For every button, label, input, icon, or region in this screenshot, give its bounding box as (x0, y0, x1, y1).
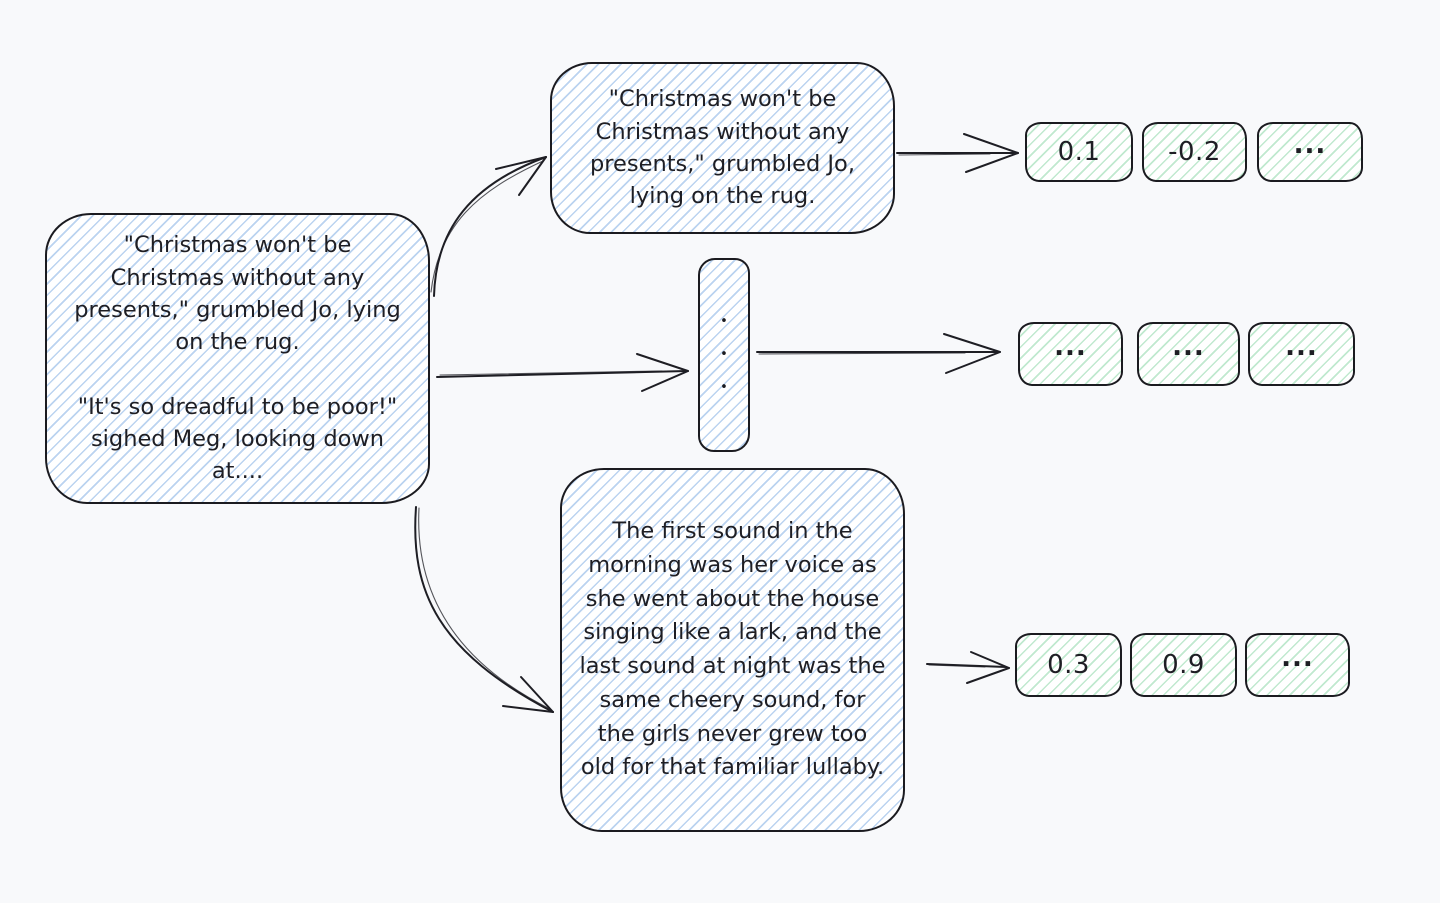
ellipsis-dot: • (720, 314, 728, 329)
arrow-chunk-bottom-to-vector (926, 651, 1010, 684)
embedding-cell: ... (1018, 322, 1123, 386)
arrow-source-to-chunk-bottom (414, 506, 554, 713)
embedding-value: ... (1293, 130, 1327, 160)
arrow-chunk-top-to-vector (896, 133, 1019, 173)
embedding-cell: ... (1248, 322, 1355, 386)
embedding-value: 0.1 (1057, 137, 1101, 167)
ellipsis-dot: • (720, 347, 728, 362)
chunk-box-ellipsis: • • • (698, 258, 750, 452)
embedding-cell: ... (1257, 122, 1363, 182)
embedding-cell: 0.1 (1025, 122, 1133, 182)
source-document-box: "Christmas won't be Christmas without an… (45, 213, 430, 504)
ellipsis-dot: • (720, 380, 728, 395)
embedding-value: ... (1285, 332, 1318, 362)
source-paragraph-2: "It's so dreadful to be poor!" sighed Me… (77, 393, 398, 485)
embedding-cell: ... (1245, 633, 1350, 697)
embedding-cell: -0.2 (1142, 122, 1247, 182)
chunk-top-text: "Christmas won't be Christmas without an… (590, 86, 855, 210)
embedding-value: -0.2 (1168, 137, 1221, 167)
embedding-value: 0.3 (1047, 650, 1090, 680)
embedding-cell: 0.9 (1130, 633, 1237, 697)
embedding-cell: 0.3 (1015, 633, 1122, 697)
chunk-box-bottom: The first sound in the morning was her v… (560, 468, 905, 832)
embedding-value: ... (1281, 643, 1314, 673)
arrow-chunk-middle-to-vector (756, 333, 1001, 374)
arrow-source-to-chunk-middle (436, 353, 689, 392)
arrow-source-to-chunk-top (430, 156, 547, 297)
embedding-value: 0.9 (1162, 650, 1205, 680)
source-paragraph-1: "Christmas won't be Christmas without an… (74, 232, 401, 356)
embedding-cell: ... (1137, 322, 1240, 386)
embedding-value: ... (1054, 332, 1087, 362)
chunk-bottom-text: The first sound in the morning was her v… (579, 518, 886, 781)
embedding-value: ... (1172, 332, 1205, 362)
chunk-box-top: "Christmas won't be Christmas without an… (550, 62, 895, 234)
